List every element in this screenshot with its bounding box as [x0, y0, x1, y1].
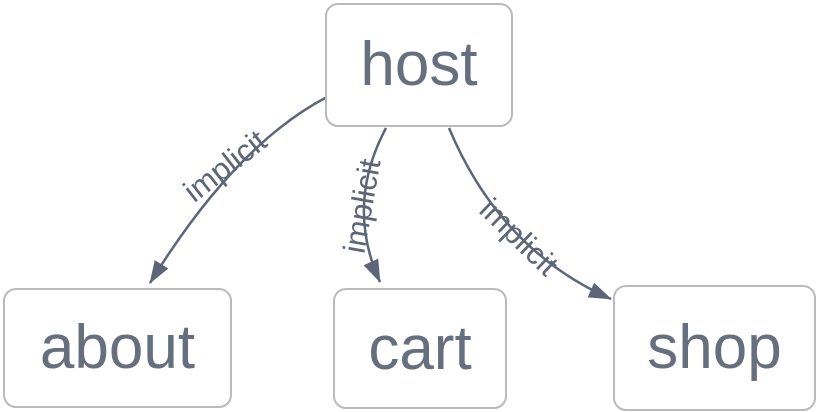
- node-cart[interactable]: cart: [333, 288, 507, 409]
- node-about[interactable]: about: [3, 288, 232, 408]
- edge-host-shop[interactable]: [447, 127, 612, 301]
- edge-host-cart[interactable]: [362, 127, 388, 283]
- node-host[interactable]: host: [325, 3, 513, 127]
- node-host-label: host: [360, 30, 478, 99]
- node-shop-label: shop: [647, 313, 782, 382]
- node-cart-label: cart: [368, 313, 472, 383]
- node-about-label: about: [39, 313, 196, 382]
- edge-host-about[interactable]: [148, 95, 328, 284]
- node-shop[interactable]: shop: [613, 285, 816, 411]
